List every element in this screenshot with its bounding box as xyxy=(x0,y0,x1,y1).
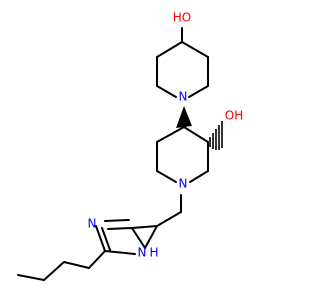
bond xyxy=(17,274,45,281)
lower-piperidine-ring xyxy=(156,126,209,183)
hashed-bond xyxy=(209,121,223,150)
atom-label-oh-right: OH xyxy=(225,109,243,123)
atom-label-h-imidazole: H xyxy=(149,246,158,260)
bond xyxy=(43,261,65,281)
bond xyxy=(104,219,130,222)
bond xyxy=(156,85,177,98)
bond xyxy=(156,170,177,183)
bond xyxy=(181,41,209,58)
bond xyxy=(183,126,209,143)
bond xyxy=(101,227,111,251)
atom-label-n-top: N xyxy=(179,90,188,104)
atom-label-oh-top: HO xyxy=(173,11,191,25)
atom-label-n-bottom: N xyxy=(179,177,188,191)
wedge-bond xyxy=(176,106,192,128)
bond xyxy=(188,85,209,98)
imidazole-ring xyxy=(95,219,158,255)
bond xyxy=(88,250,106,269)
bond xyxy=(131,225,158,229)
bond xyxy=(131,227,146,249)
bond xyxy=(156,41,183,58)
butyl-chain xyxy=(17,250,106,281)
bond xyxy=(107,227,133,230)
upper-piperidine-ring xyxy=(156,27,209,98)
bond xyxy=(63,261,90,269)
bond xyxy=(189,170,209,183)
bond xyxy=(95,225,106,252)
molecule-structure-diagram: HO N OH N N N H xyxy=(17,11,243,281)
bond xyxy=(156,211,182,227)
atom-label-nh-imidazole: N xyxy=(138,246,147,260)
bond xyxy=(104,250,136,255)
atom-label-n-imidazole: N xyxy=(88,217,97,231)
bond xyxy=(144,225,158,249)
bond xyxy=(156,126,185,143)
